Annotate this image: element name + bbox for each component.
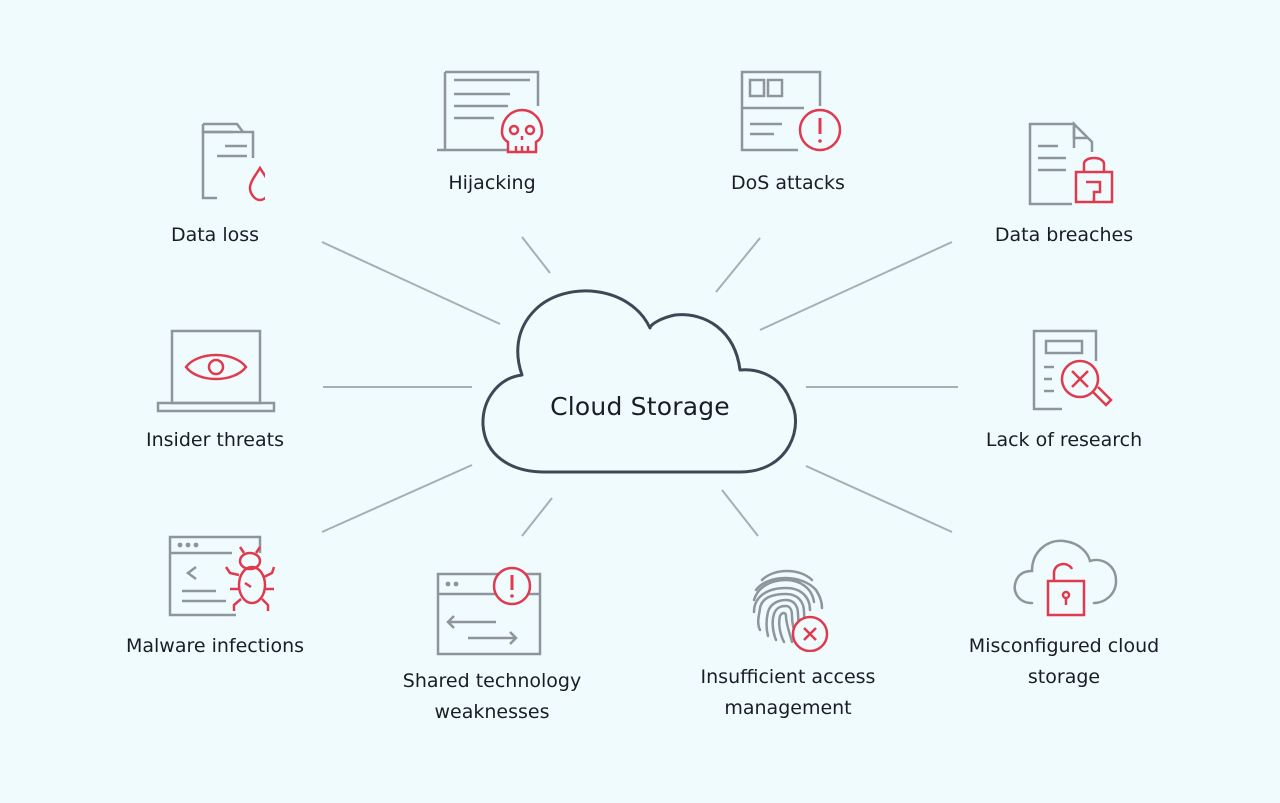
- threat-dos-attacks: DoS attacks: [703, 66, 873, 199]
- threat-label: Data loss: [170, 224, 260, 246]
- threat-label: DoS attacks: [731, 172, 845, 194]
- threat-label: Data breaches: [994, 224, 1134, 246]
- threat-misconfigured-cloud: Misconfigured cloud storage: [954, 529, 1174, 693]
- threat-label: Shared technology weaknesses: [402, 670, 582, 723]
- threat-malware-infections: Malware infections: [115, 529, 315, 662]
- window-alert-icon: [740, 70, 842, 152]
- connector-access: [721, 489, 759, 537]
- threat-label: Insufficient access management: [700, 666, 876, 719]
- connector-data-breaches: [759, 241, 953, 331]
- threat-data-loss: Data loss: [130, 118, 300, 251]
- connector-data-loss: [321, 241, 501, 325]
- cloud-unlocked-icon: [1013, 539, 1118, 617]
- threat-label: Misconfigured cloud storage: [968, 635, 1160, 688]
- laptop-eye-icon: [156, 329, 276, 413]
- connector-misconfigured: [805, 465, 953, 533]
- central-cloud-shape: [481, 289, 798, 474]
- threat-lack-of-research: Lack of research: [979, 323, 1149, 456]
- window-transfer-icon: [436, 566, 542, 656]
- connector-dos: [715, 237, 761, 293]
- document-magnifier-icon: [1032, 329, 1113, 411]
- threat-hijacking: Hijacking: [407, 66, 577, 199]
- threat-label: Insider threats: [146, 429, 284, 451]
- connector-hijacking: [521, 236, 551, 274]
- threat-insufficient-access: Insufficient access management: [683, 560, 893, 724]
- browser-bug-icon: [168, 535, 276, 617]
- connector-malware: [321, 464, 473, 533]
- document-skull-icon: [437, 70, 544, 154]
- center-title: Cloud Storage: [550, 392, 730, 421]
- threat-label: Lack of research: [985, 429, 1143, 451]
- threat-insider-threats: Insider threats: [130, 323, 300, 456]
- fingerprint-x-icon: [752, 569, 829, 652]
- threat-label: Malware infections: [125, 635, 305, 657]
- folder-drop-icon: [201, 122, 265, 202]
- connector-shared: [521, 497, 553, 537]
- threat-shared-technology: Shared technology weaknesses: [387, 564, 597, 728]
- document-lock-icon: [1028, 120, 1114, 206]
- threat-label: Hijacking: [448, 172, 536, 194]
- threat-data-breaches: Data breaches: [979, 118, 1149, 251]
